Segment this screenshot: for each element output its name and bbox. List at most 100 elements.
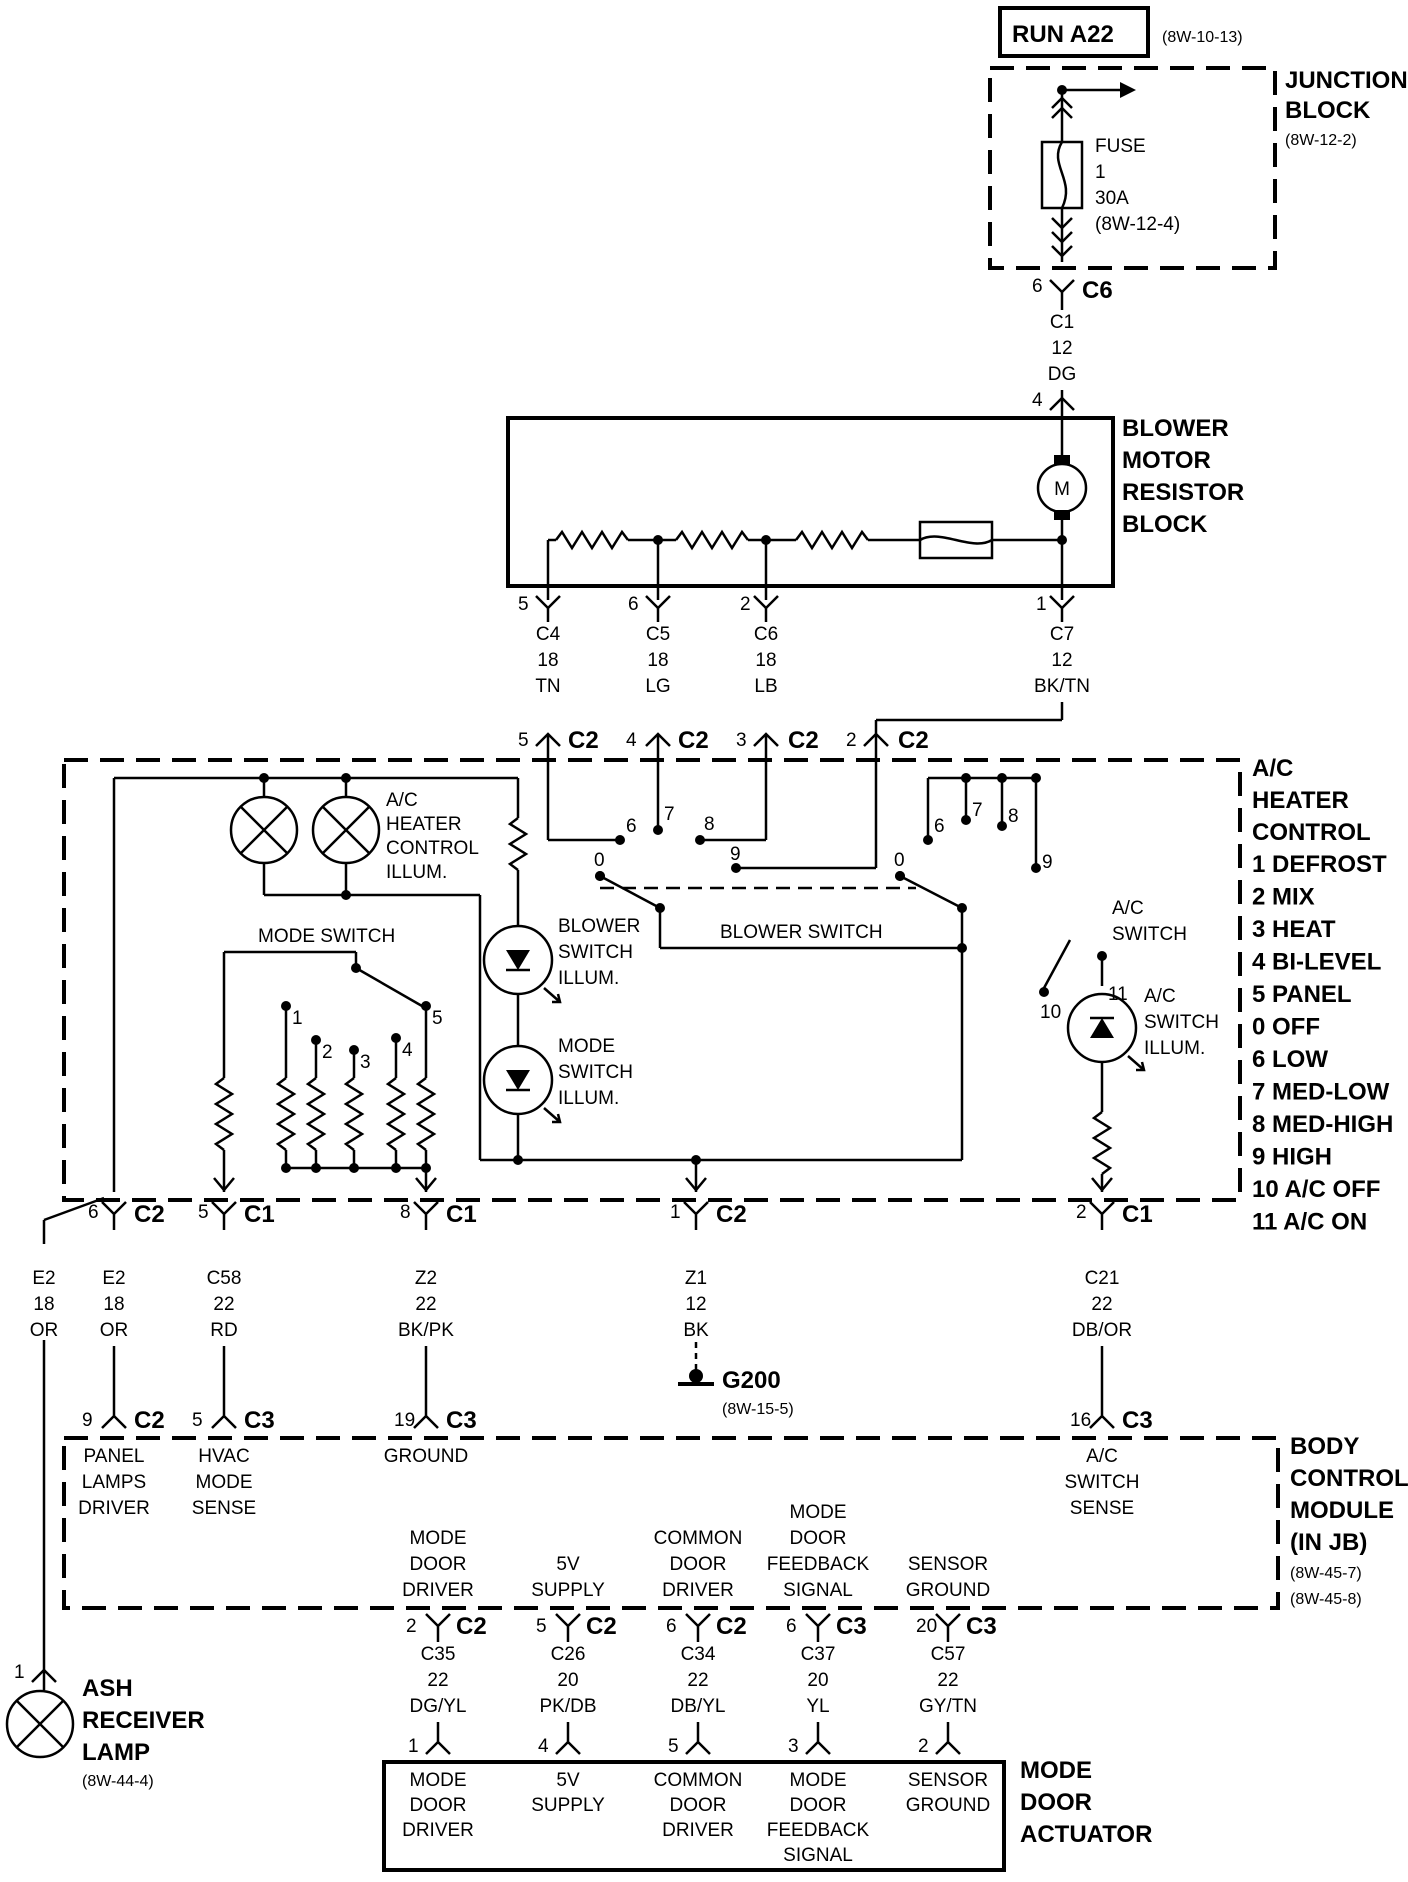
bcm-output-label: MODE [790, 1502, 847, 1523]
c4-gauge: 18 [537, 650, 558, 671]
bcm-output-conn: C3 [966, 1613, 997, 1640]
ash-title-3: LAMP [82, 1739, 150, 1766]
blower-pos-label: 8 [1008, 806, 1019, 827]
bcm-output-gauge: 22 [687, 1670, 708, 1691]
bcm-output-label: COMMON [654, 1528, 743, 1549]
bcm-output-label: MODE [410, 1528, 467, 1549]
actuator-pin-label: SUPPLY [531, 1795, 605, 1816]
blower-contact [595, 871, 605, 881]
blower-pos-label: 6 [934, 816, 945, 837]
hc-output-conn: C1 [244, 1201, 275, 1228]
mode-switch-blade[interactable] [355, 966, 423, 1008]
actuator-pin-label: GROUND [906, 1795, 990, 1816]
mode-illum-label-3: ILLUM. [558, 1088, 619, 1109]
mode-pos-label: 4 [402, 1040, 413, 1061]
hc-legend-item: 8 MED-HIGH [1252, 1111, 1393, 1138]
ac-illum-label-1: A/C [1144, 986, 1176, 1007]
blower-contact [653, 825, 663, 835]
actuator-pin-labels: MODEDOORDRIVER5VSUPPLYCOMMONDOORDRIVERMO… [402, 1770, 990, 1866]
bcm-output-gauge: 20 [807, 1670, 828, 1691]
bcm-output-color: DG/YL [409, 1696, 466, 1717]
bcm-title-2: CONTROL [1290, 1465, 1408, 1492]
blower-switch-blade-right[interactable] [899, 874, 963, 910]
ac-switch-label-2: SWITCH [1112, 924, 1187, 945]
c4-color: TN [535, 676, 560, 697]
bcm-output-gauge: 20 [557, 1670, 578, 1691]
bcm-input-label: LAMPS [82, 1472, 146, 1493]
bcm-input-label: HVAC [198, 1446, 249, 1467]
hc-output-pin: 5 [198, 1202, 209, 1223]
body-control-module: BODY CONTROL MODULE (IN JB) (8W-45-7) (8… [62, 1400, 1408, 1757]
actuator-pin-label: MODE [790, 1770, 847, 1791]
c5-color: LG [645, 676, 670, 697]
blower-illum-label-1: BLOWER [558, 916, 640, 937]
ac-illum-label-3: ILLUM. [1144, 1038, 1205, 1059]
bcm-output-gauge: 22 [427, 1670, 448, 1691]
mode-pos-label: 1 [292, 1008, 303, 1029]
fuse-label: FUSE [1095, 136, 1146, 157]
wire-c5: 6 C5 18 LG 4 C2 [626, 594, 709, 764]
ac-illum-label-2: SWITCH [1144, 1012, 1219, 1033]
fuse-rating: 30A [1095, 188, 1129, 209]
bcm-output-pin: 6 [786, 1616, 797, 1637]
c4-pin: 5 [518, 594, 529, 615]
actuator-pin-label: DOOR [670, 1795, 727, 1816]
bcm-input-conn: C3 [446, 1407, 477, 1434]
blower-switch-label: BLOWER SWITCH [720, 922, 883, 943]
mode-pos-label: 2 [322, 1042, 333, 1063]
c7-hc-pin: 2 [846, 730, 857, 751]
mode-resistor [415, 1077, 437, 1151]
hc-output-color: BK/PK [398, 1320, 454, 1341]
ac-switch-blade[interactable] [1042, 939, 1072, 989]
motor-label: M [1054, 479, 1070, 500]
blower-switch-blade-left[interactable] [599, 874, 661, 910]
ash-title-2: RECEIVER [82, 1707, 205, 1734]
hc-output-pin: 2 [1076, 1202, 1087, 1223]
ash-wire-circuit: E2 [32, 1268, 55, 1289]
hc-output-color: RD [210, 1320, 237, 1341]
hc-output-gauge: 12 [685, 1294, 706, 1315]
bcm-output-gauge: 22 [937, 1670, 958, 1691]
bcm-input-label: DRIVER [78, 1498, 150, 1519]
ash-title-1: ASH [82, 1675, 133, 1702]
bcm-output-circuit: C57 [931, 1644, 966, 1665]
junction-block: JUNCTION BLOCK (8W-12-2) FUSE 1 30A (8W-… [988, 66, 1408, 270]
hc-output-conn: C2 [134, 1201, 165, 1228]
bcm-output-label: SUPPLY [531, 1580, 605, 1601]
c6-gauge: 18 [755, 650, 776, 671]
ac-switch-label-1: A/C [1112, 898, 1144, 919]
hc-illum-label-4: ILLUM. [386, 862, 447, 883]
bcm-output-label: FEEDBACK [767, 1554, 870, 1575]
c6-color: LB [754, 676, 777, 697]
illum-lamp-1 [229, 795, 299, 865]
bcm-input-pin: 16 [1070, 1410, 1091, 1431]
blower-title-3: RESISTOR [1122, 479, 1244, 506]
hc-title-2: HEATER [1252, 787, 1349, 814]
ground-ref: (8W-15-5) [722, 1401, 794, 1418]
actuator-pin-label: DOOR [790, 1795, 847, 1816]
resistor-3 [795, 529, 869, 551]
c4-hc-pin: 5 [518, 730, 529, 751]
bcm-input-label: MODE [196, 1472, 253, 1493]
hc-output-pin: 6 [88, 1202, 99, 1223]
bcm-input-label: SWITCH [1065, 1472, 1140, 1493]
bcm-output-label: SENSOR [908, 1554, 988, 1575]
bcm-input-label: PANEL [84, 1446, 145, 1467]
hc-illum-label-3: CONTROL [386, 838, 479, 859]
bcm-input-conn: C3 [1122, 1407, 1153, 1434]
blower-output-wires: 5 C4 18 TN 5 C2 6 C5 18 LG 4 C2 2 C6 18 … [518, 594, 1090, 764]
resistor-1 [555, 529, 629, 551]
mode-illum-label-2: SWITCH [558, 1062, 633, 1083]
blower-contact [895, 871, 905, 881]
blower-illum-label-3: ILLUM. [558, 968, 619, 989]
mode-resistor [275, 1077, 297, 1151]
hc-output-circuit: C58 [207, 1268, 242, 1289]
hc-title-3: CONTROL [1252, 819, 1371, 846]
